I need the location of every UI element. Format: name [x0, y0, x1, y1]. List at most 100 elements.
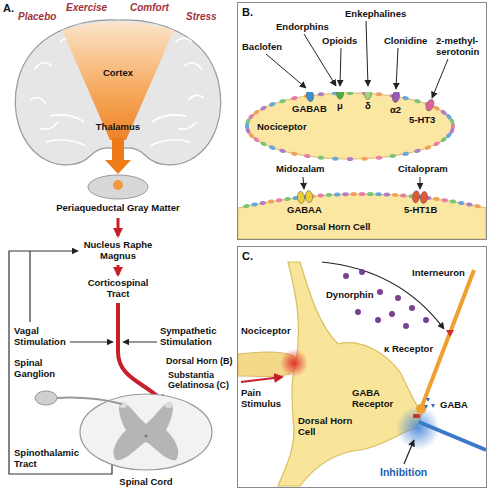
dynorphin-dot	[377, 289, 383, 295]
label-text: Exercise	[66, 2, 107, 14]
spinal-ganglion	[35, 391, 57, 405]
kappa-receptor-mark	[446, 330, 454, 337]
membrane-receptor	[291, 151, 298, 156]
membrane-receptor	[402, 151, 409, 156]
membrane-receptor	[440, 109, 448, 116]
label-text: Dynorphin	[326, 290, 374, 301]
label-text: Thalamus	[83, 122, 153, 133]
membrane-receptor	[243, 204, 250, 209]
label-text: Sympathetic Stimulation	[160, 326, 232, 348]
label-text: GABAA	[287, 205, 322, 216]
cell-label: Nociceptor	[257, 122, 307, 133]
periaqueductal-gray	[113, 180, 123, 190]
grey-matter	[114, 402, 179, 460]
label-text: A.	[3, 2, 14, 15]
target-receptor	[297, 191, 305, 204]
vagal-arrow	[70, 341, 113, 342]
label-text: Spinal Ganglion	[14, 358, 66, 380]
membrane-receptor	[318, 155, 325, 160]
orange-pathway-cone	[62, 22, 174, 140]
membrane-receptor	[260, 105, 268, 111]
label-text: Spinal Cord	[106, 477, 186, 488]
label-text: δ	[365, 101, 371, 112]
label-text: Nociceptor	[241, 326, 291, 337]
spinal-cord-outline	[80, 394, 212, 470]
membrane-receptor	[433, 197, 440, 202]
membrane-receptor	[458, 200, 465, 205]
gaba-receptor-mark	[413, 414, 420, 418]
label-text: Opioids	[322, 36, 357, 47]
membrane-receptor	[291, 96, 298, 101]
label-text: Baclofen	[242, 42, 282, 53]
membrane-receptor	[440, 136, 448, 143]
label-text: Dorsal Horn Cell	[298, 416, 356, 438]
label-text: 2-methyl-serotonin	[436, 36, 486, 58]
label-text: Midozalam	[276, 164, 325, 175]
target-receptor	[305, 190, 313, 203]
membrane-receptor	[284, 197, 291, 202]
membrane-receptor	[389, 154, 396, 159]
dorsal-root	[57, 398, 122, 404]
red-arrow	[117, 218, 120, 236]
membrane-receptor	[279, 148, 286, 154]
dynorphin-dot	[403, 323, 409, 329]
red-arrow	[117, 265, 120, 275]
membrane-receptor	[347, 92, 353, 95]
drug-arrow	[303, 177, 304, 189]
membrane-receptor	[414, 98, 421, 104]
membrane-receptor	[268, 199, 275, 204]
label-text: Nucleus Raphe Magnus	[73, 240, 163, 262]
orange-arrow	[105, 138, 131, 174]
membrane-receptor	[375, 192, 382, 196]
membrane-receptor	[414, 148, 421, 154]
target-receptor	[412, 190, 420, 203]
membrane-receptor	[441, 198, 448, 203]
target-receptor	[336, 92, 343, 99]
label-text: Endorphins	[276, 22, 329, 33]
membrane-receptor	[276, 198, 283, 203]
membrane-receptor	[433, 105, 441, 111]
label-text: Corticospinal Tract	[80, 278, 156, 300]
membrane-receptor	[449, 199, 456, 204]
cell-label: Dorsal Horn Cell	[296, 222, 370, 233]
membrane-receptor	[376, 92, 383, 97]
membrane-receptor	[317, 193, 324, 197]
dorsal-horn-cell: Dorsal Horn Cell	[238, 186, 486, 239]
membrane-receptor	[326, 193, 333, 197]
drug-arrow	[266, 54, 306, 88]
target-receptor	[425, 98, 436, 112]
interneuron-axon	[422, 270, 474, 406]
cell-membrane	[238, 194, 486, 239]
substantia-gelatinosa	[165, 402, 173, 408]
membrane-receptor	[318, 92, 325, 97]
membrane-receptor	[367, 192, 373, 196]
membrane-receptor	[384, 192, 391, 196]
label-text: Citalopram	[398, 164, 448, 175]
panel-letter: C.	[242, 250, 253, 263]
label-text: 5-HT1B	[404, 205, 437, 216]
target-receptor	[392, 92, 401, 103]
membrane-receptor	[279, 98, 286, 104]
dynorphin-dot	[409, 305, 415, 311]
gaba-vesicles	[424, 398, 435, 409]
label-text: Enkephalines	[345, 9, 406, 20]
drug-arrow	[420, 177, 421, 189]
inhibition-arrow	[404, 440, 414, 464]
sympathetic-arrow	[123, 341, 157, 342]
descending-tract-line	[118, 303, 164, 403]
nociceptor-cell: Nociceptor	[245, 92, 455, 162]
membrane-receptor	[361, 157, 368, 161]
membrane-receptor	[474, 204, 481, 209]
panel-box: C.	[237, 246, 487, 488]
membrane-receptor	[260, 141, 268, 147]
dynorphin-dot	[343, 273, 349, 279]
label-text: Inhibition	[380, 466, 427, 478]
drug-arrow	[432, 59, 448, 98]
membrane-receptor	[466, 202, 473, 207]
dorsal-horn-cell-body	[278, 262, 422, 486]
membrane-receptor	[304, 154, 311, 159]
membrane-receptor	[251, 202, 258, 207]
label-text: GABAB	[292, 104, 327, 115]
membrane-receptor	[332, 157, 339, 161]
membrane-receptor	[253, 136, 261, 143]
